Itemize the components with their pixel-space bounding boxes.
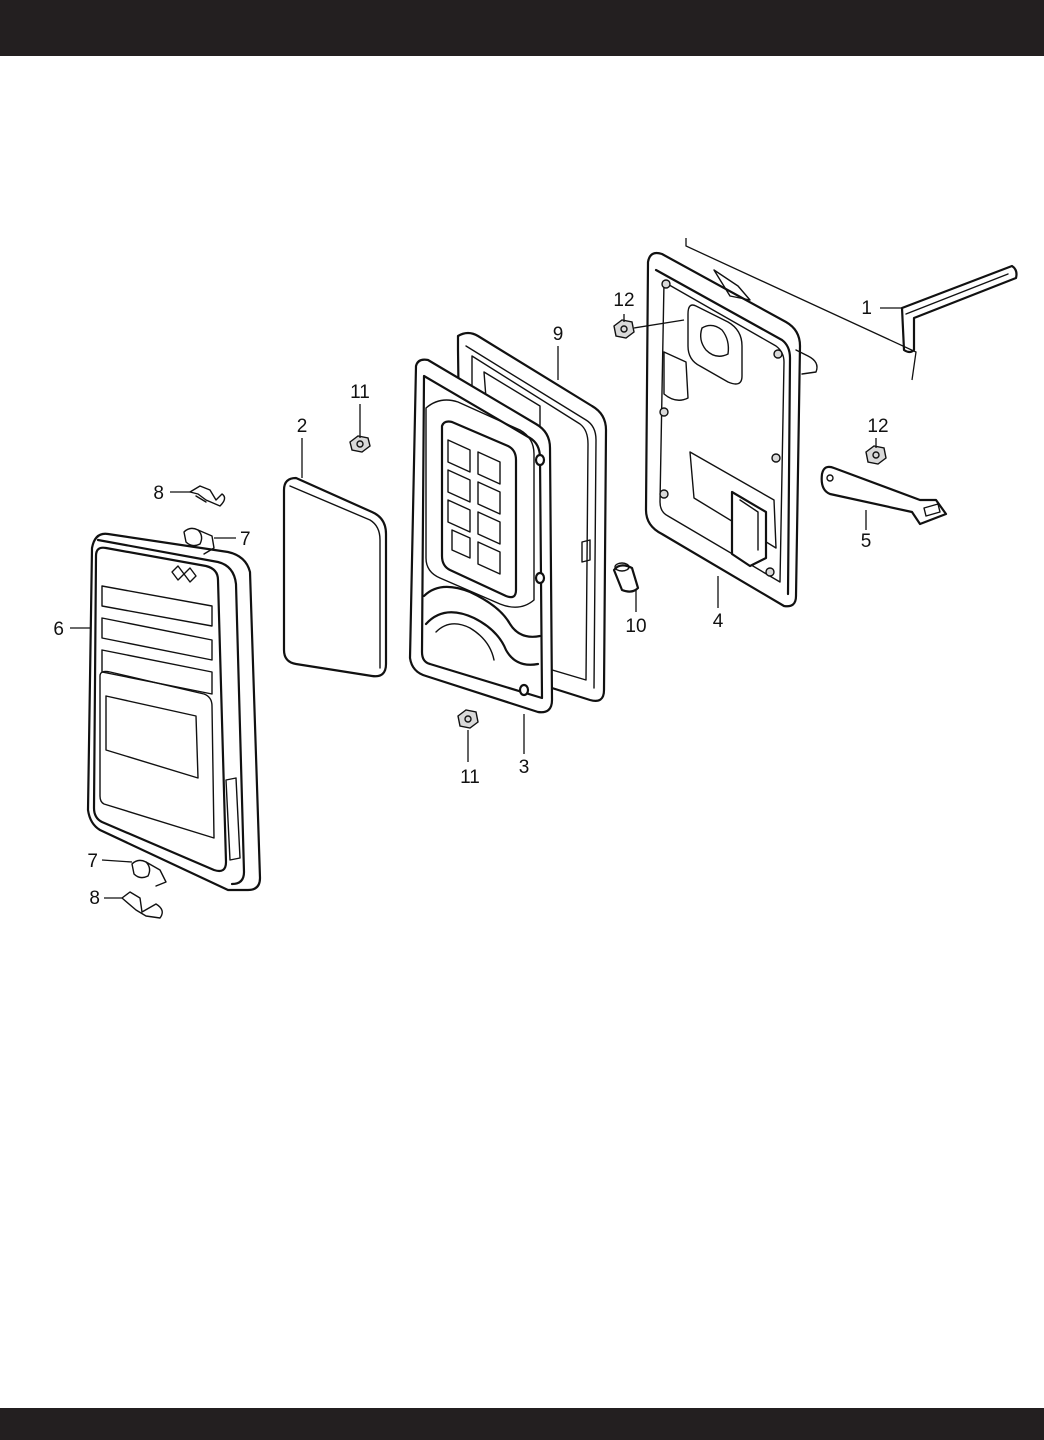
part-10-collar — [614, 563, 638, 592]
callout-6: 6 — [53, 619, 64, 640]
part-4-back-plate — [646, 253, 817, 606]
callout-11-lower: 11 — [460, 767, 480, 788]
part-7-clip-lower — [132, 860, 166, 886]
part-12-nut-upper — [614, 320, 634, 338]
callout-3: 3 — [519, 757, 530, 778]
part-2-foam-filter-element — [284, 478, 386, 676]
part-11-nut-lower — [458, 710, 478, 728]
part-11-nut-upper — [350, 436, 370, 452]
callout-8-upper: 8 — [153, 483, 164, 504]
callout-8-lower: 8 — [89, 888, 100, 909]
callout-1: 1 — [861, 298, 872, 319]
callout-4: 4 — [713, 611, 724, 632]
callout-12-upper: 12 — [613, 290, 634, 311]
callout-7-lower: 7 — [87, 851, 98, 872]
callout-5: 5 — [861, 531, 872, 552]
callout-11-upper: 11 — [350, 382, 370, 403]
part-1-breather-tube — [902, 266, 1017, 352]
part-6-air-cleaner-cover — [88, 534, 260, 890]
callout-10: 10 — [625, 616, 646, 637]
part-12-nut-lower — [866, 446, 886, 464]
part-5-bracket — [822, 467, 946, 524]
part-8-clip-upper — [190, 486, 225, 506]
callout-12-lower: 12 — [867, 416, 888, 437]
callout-2: 2 — [297, 416, 308, 437]
callout-7-upper: 7 — [240, 529, 251, 550]
part-8-clip-lower — [122, 892, 162, 918]
callout-9: 9 — [553, 324, 564, 345]
